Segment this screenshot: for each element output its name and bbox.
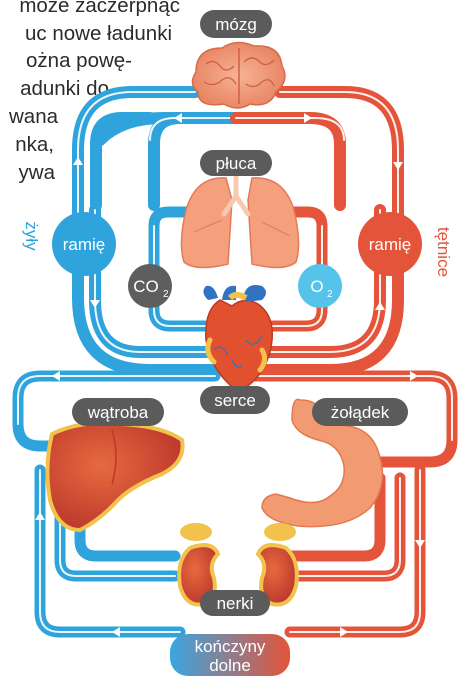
label-lungs: płuca	[200, 150, 272, 176]
label-limbs-line1: kończyny	[195, 637, 266, 656]
o2-subscript: 2	[327, 289, 333, 300]
brain-icon	[192, 42, 284, 108]
o2-text: O	[310, 277, 323, 296]
arteries-label: tętnice	[434, 227, 453, 277]
label-arm-left: ramię	[52, 212, 116, 276]
label-stomach-text: żołądek	[331, 403, 390, 422]
label-lower-limbs: kończyny dolne	[170, 634, 290, 676]
label-brain: mózg	[200, 10, 272, 38]
co2-text: CO	[133, 277, 159, 296]
label-heart: serce	[200, 386, 270, 414]
liver-icon	[47, 423, 182, 530]
label-heart-text: serce	[214, 391, 256, 410]
label-liver: wątroba	[72, 398, 164, 426]
label-kidneys: nerki	[200, 590, 270, 616]
label-lungs-text: płuca	[216, 154, 257, 173]
lungs-icon	[181, 170, 298, 268]
co2-subscript: 2	[163, 289, 169, 300]
arm-right-text: ramię	[369, 235, 412, 254]
veins-label: żyły	[22, 221, 41, 251]
co2-badge: CO 2	[128, 264, 172, 308]
label-arm-right: ramię	[358, 212, 422, 276]
o2-badge: O 2	[298, 264, 342, 308]
label-liver-text: wątroba	[87, 403, 149, 422]
label-limbs-line2: dolne	[209, 656, 251, 675]
label-brain-text: mózg	[215, 15, 257, 34]
arm-left-text: ramię	[63, 235, 106, 254]
label-stomach: żołądek	[312, 398, 408, 426]
label-kidneys-text: nerki	[217, 594, 254, 613]
